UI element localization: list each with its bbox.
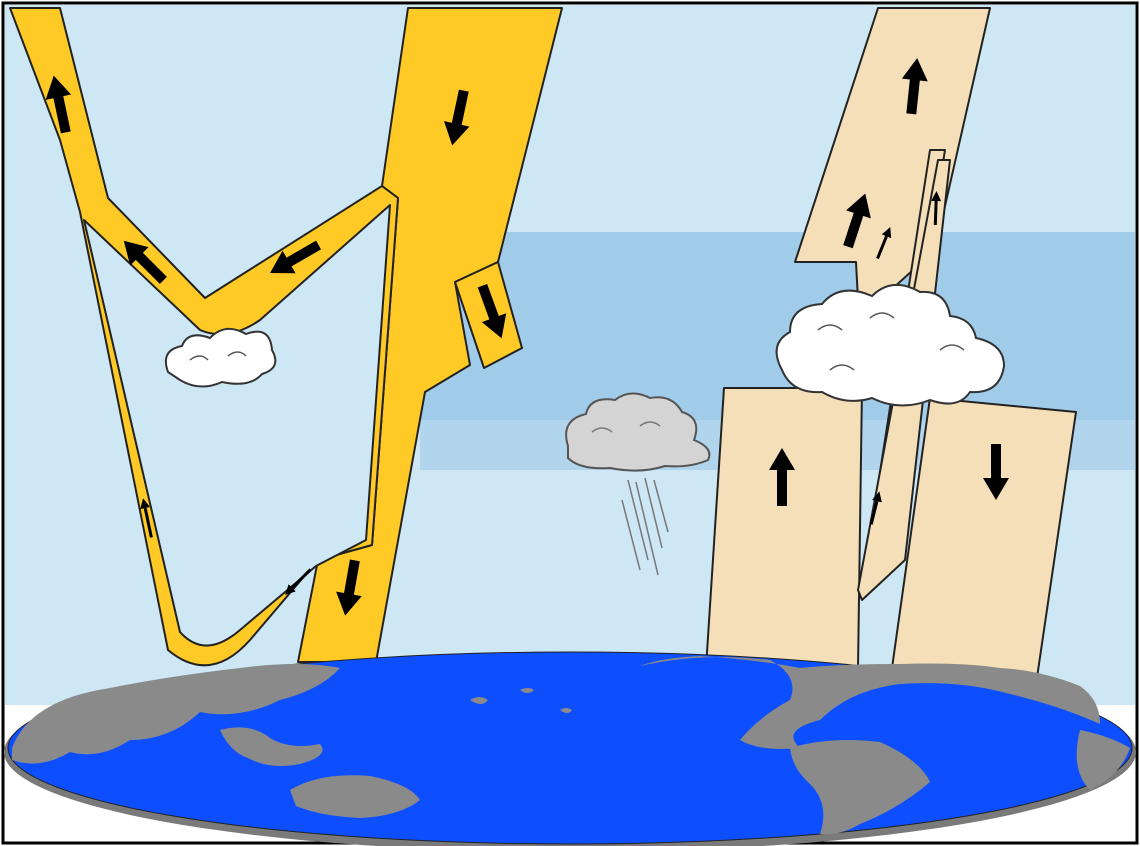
surface-radiation-column: [706, 388, 862, 668]
